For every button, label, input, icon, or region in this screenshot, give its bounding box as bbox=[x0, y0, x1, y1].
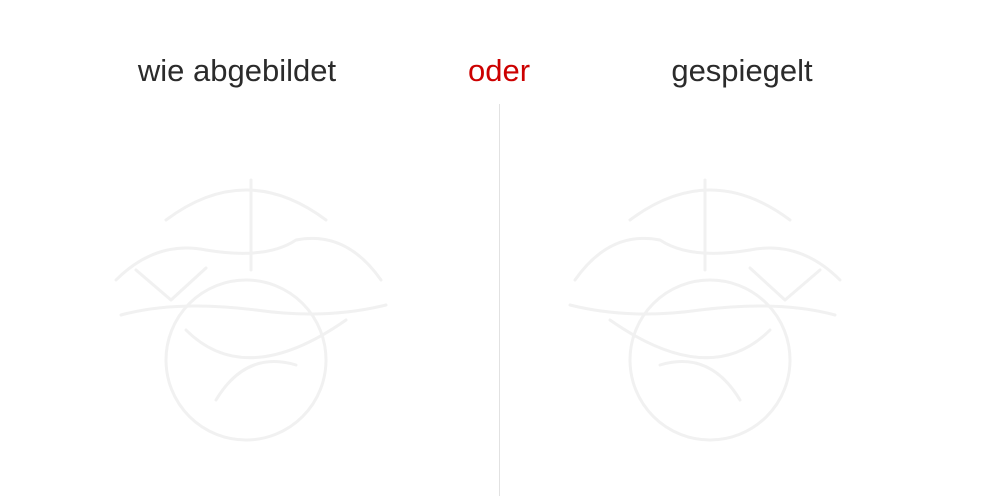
pattern-mirrored-figure bbox=[568, 178, 842, 442]
pattern-band bbox=[119, 303, 388, 317]
center-divider bbox=[499, 104, 500, 496]
pattern-inner-hook bbox=[658, 360, 742, 402]
pattern-circle bbox=[628, 278, 792, 442]
pattern-arc-top bbox=[628, 188, 792, 222]
pattern-original-figure bbox=[114, 178, 388, 442]
pattern-mirrored bbox=[560, 150, 860, 450]
pattern-zigzag bbox=[748, 266, 822, 302]
pattern-inner-curve bbox=[608, 318, 772, 360]
label-or: oder bbox=[467, 53, 531, 88]
pattern-wave bbox=[114, 236, 383, 282]
pattern-inner-curve bbox=[184, 318, 348, 360]
label-as-shown: wie abgebildet bbox=[137, 53, 337, 88]
pattern-circle bbox=[164, 278, 328, 442]
pattern-original bbox=[96, 150, 396, 450]
pattern-zigzag bbox=[134, 266, 208, 302]
pattern-wave bbox=[573, 236, 842, 282]
pattern-inner-hook bbox=[214, 360, 298, 402]
pattern-arc-top bbox=[164, 188, 328, 222]
pattern-band bbox=[568, 303, 837, 317]
label-mirrored: gespiegelt bbox=[671, 53, 813, 88]
